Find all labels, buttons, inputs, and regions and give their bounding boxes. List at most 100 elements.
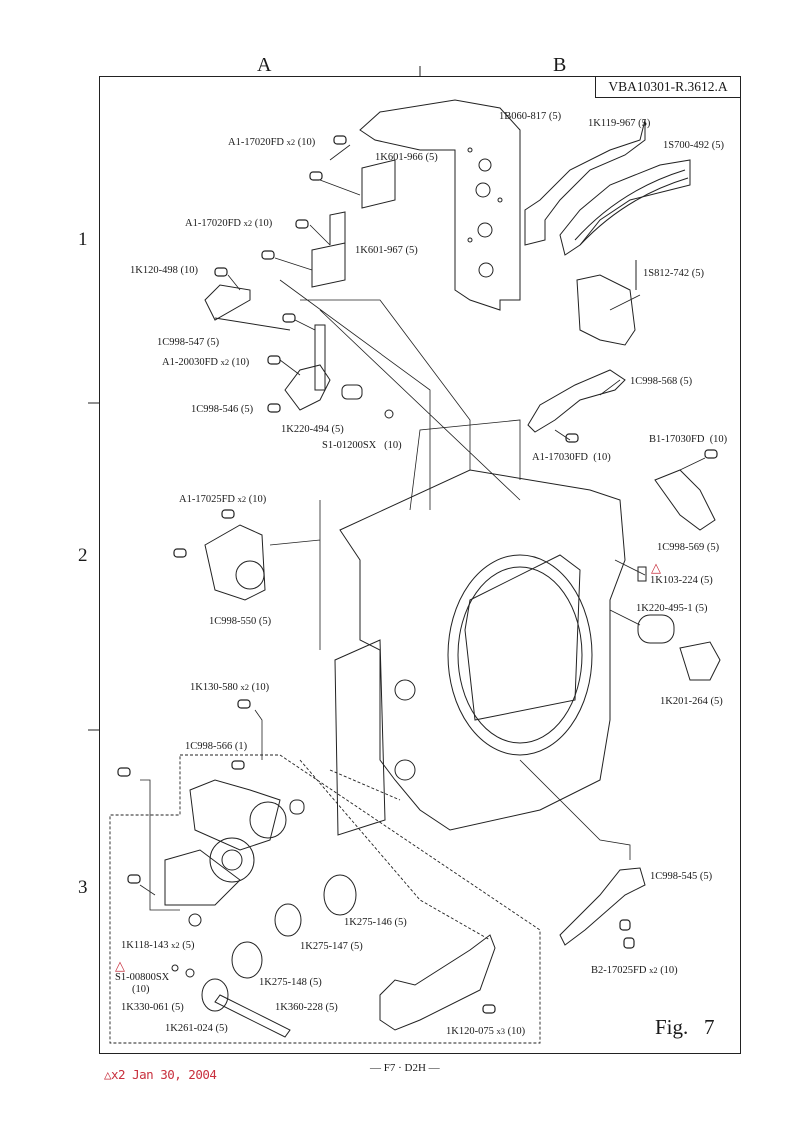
part-level: (5) [691, 268, 704, 279]
bracket-1k601-967 [311, 211, 346, 288]
grid-column-a: A [257, 54, 272, 76]
part-label[interactable]: 1K601-967 (5) [355, 245, 418, 257]
figure-label: Fig. 7 [655, 1015, 715, 1039]
part-code: 1K261-024 [165, 1023, 213, 1034]
part-code: 1K601-967 [355, 245, 403, 256]
part-label[interactable]: 1K130-580 x2 (10) [190, 681, 269, 694]
part-1c998-568 [527, 369, 626, 433]
part-label[interactable]: S1-00800SX [115, 972, 169, 984]
part-label[interactable]: 1K119-967 (5) [588, 118, 650, 130]
part-code: A1-17025FD [179, 494, 236, 505]
part-level: (10) [507, 1026, 526, 1037]
part-level: (5) [405, 245, 418, 256]
part-qty: x2 [243, 218, 253, 228]
part-level: (10) [660, 965, 678, 976]
part-code: 1K130-580 [190, 682, 238, 693]
part-code: B2-17025FD [591, 965, 647, 976]
part-code: 1C998-550 [209, 616, 257, 627]
part-level: (5) [171, 1002, 184, 1013]
part-label[interactable]: 1C998-545 (5) [650, 871, 712, 883]
part-label[interactable]: 1C998-569 (5) [657, 542, 719, 554]
part-level: (5) [710, 696, 723, 707]
part-label[interactable]: 1K201-264 (5) [660, 696, 723, 708]
part-level: (5) [679, 376, 693, 387]
part-level: (5) [699, 871, 713, 882]
part-code: 1S700-492 [663, 140, 710, 151]
part-label[interactable]: 1S700-492 (5) [663, 140, 724, 152]
side-plate [334, 639, 386, 836]
part-label[interactable]: 1S812-742 (5) [643, 268, 704, 280]
gear-1k275-147 [274, 903, 302, 937]
revision-warning-icon: △ [115, 958, 125, 973]
part-label[interactable]: 1B060-817 (5) [499, 111, 561, 123]
part-label[interactable]: A1-17020FD x2 (10) [185, 217, 272, 230]
part-label[interactable]: B1-17030FD (10) [649, 434, 727, 446]
part-label[interactable]: 1K103-224 (5) [650, 575, 713, 587]
part-code: 1C998-568 [630, 376, 678, 387]
switch-1c998-550 [204, 524, 266, 601]
part-level: (5) [331, 424, 344, 435]
part-level-line: (10) [132, 984, 150, 995]
part-label[interactable]: 1C998-568 (5) [630, 376, 692, 388]
part-1k103-224 [637, 566, 647, 582]
part-label[interactable]: A1-17020FD x2 (10) [228, 136, 315, 149]
part-code: 1C998-547 [157, 337, 205, 348]
part-label[interactable]: 1K261-024 (5) [165, 1023, 228, 1035]
part-label[interactable]: 1K275-146 (5) [344, 917, 407, 929]
gear-1k275-146 [323, 874, 357, 916]
part-label[interactable]: 1K120-075 x3 (10) [446, 1025, 525, 1038]
part-label[interactable]: 1K220-494 (5) [281, 424, 344, 436]
leader-lines [139, 144, 706, 911]
part-level: (5) [309, 977, 322, 988]
part-label[interactable]: 1K360-228 (5) [275, 1002, 338, 1014]
flex-1s700-492 [559, 159, 691, 256]
part-label[interactable]: 1C998-547 (5) [157, 337, 219, 349]
part-code: 1K275-148 [259, 977, 307, 988]
revision-note: △x2 Jan 30, 2004 [104, 1067, 217, 1082]
flex-1k119-967 [524, 119, 646, 246]
gear-1k261-024 [201, 978, 229, 1012]
part-label[interactable]: A1-17025FD x2 (10) [179, 493, 266, 506]
part-code: 1C998-569 [657, 542, 705, 553]
part-label[interactable]: 1K120-498 (10) [130, 265, 198, 277]
grid-column-b: B [553, 54, 567, 76]
part-label[interactable]: 1K601-966 (5) [375, 152, 438, 164]
grid-row-1: 1 [78, 229, 88, 250]
part-label[interactable]: 1K118-143 x2 (5) [121, 939, 194, 952]
part-level: (5) [258, 616, 272, 627]
part-label[interactable]: B2-17025FD x2 (10) [591, 964, 678, 977]
part-label[interactable]: 1C998-566 (1) [185, 741, 247, 753]
part-qty: x2 [171, 940, 180, 950]
part-code: 1K330-061 [121, 1002, 169, 1013]
part-code: 1K275-146 [344, 917, 392, 928]
assembly-outline-1c998-566 [109, 754, 541, 1044]
part-level: (5) [206, 337, 220, 348]
part-code: 1K120-498 [130, 265, 178, 276]
part-code: 1K220-495-1 [636, 603, 693, 614]
part-label[interactable]: 1K275-148 (5) [259, 977, 322, 989]
part-level: (5) [325, 1002, 338, 1013]
part-label[interactable]: S1-01200SX (10) [322, 440, 402, 452]
part-level: (1) [234, 741, 248, 752]
part-label[interactable]: 1K330-061 (5) [121, 1002, 184, 1014]
part-label[interactable]: 1C998-546 (5) [191, 404, 253, 416]
part-label[interactable]: A1-20030FD x2 (10) [162, 356, 249, 369]
part-level: (10) [231, 357, 250, 368]
part-label[interactable]: 1K275-147 (5) [300, 941, 363, 953]
spring-1k220-494 [341, 384, 363, 400]
part-code: 1C998-566 [185, 741, 233, 752]
part-qty: x2 [286, 137, 296, 147]
lever-upright [314, 324, 326, 391]
part-label[interactable]: A1-17030FD (10) [532, 452, 611, 464]
switch-disc [235, 560, 265, 590]
part-code: A1-20030FD [162, 357, 219, 368]
grid-row-3: 3 [78, 877, 88, 898]
part-label[interactable]: 1K220-495-1 (5) [636, 603, 707, 615]
washer-s1-01200sx [384, 409, 394, 419]
washer-s1-00800sx [171, 964, 179, 972]
part-level: (5) [706, 542, 720, 553]
part-code: 1K120-075 [446, 1026, 494, 1037]
part-label[interactable]: 1C998-550 (5) [209, 616, 271, 628]
part-level: (5) [425, 152, 438, 163]
